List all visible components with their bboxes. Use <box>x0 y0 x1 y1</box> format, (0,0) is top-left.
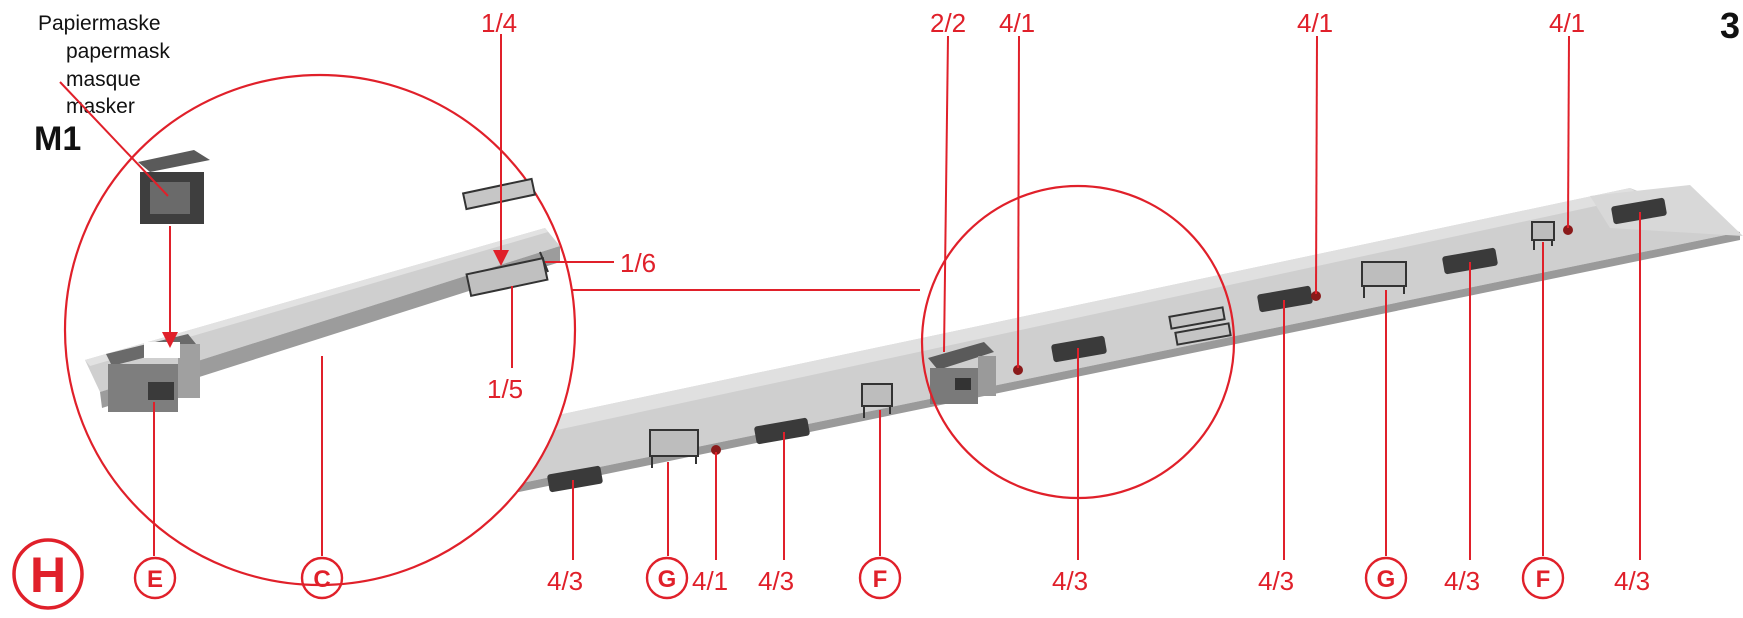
bench-1 <box>547 465 603 493</box>
step-badge-H: H <box>12 538 84 610</box>
bottom-label-4-3-b: 4/3 <box>758 566 794 596</box>
sign-g-1 <box>649 429 699 468</box>
post-1 <box>711 445 721 455</box>
mask-label-de: Papiermaske <box>38 12 161 35</box>
mask-label-nl: masker <box>66 95 135 118</box>
post-3 <box>1311 291 1321 301</box>
step-letter: H <box>30 547 66 603</box>
callout-F-1: F <box>858 556 902 600</box>
post-2 <box>1013 365 1023 375</box>
detail-kiosk <box>106 334 200 412</box>
kiosk-main <box>928 342 996 404</box>
callout-F-1-text: F <box>873 566 888 593</box>
callout-G-2: G <box>1364 556 1408 600</box>
mask-label-fr: masque <box>66 68 141 91</box>
bottom-label-4-3-f: 4/3 <box>1614 566 1650 596</box>
bench-6 <box>1611 197 1667 225</box>
bench-2 <box>754 417 810 445</box>
bench-parts <box>547 197 1667 493</box>
top-label-4-1-a: 4/1 <box>999 8 1035 38</box>
bottom-leaders <box>572 212 1641 560</box>
railing-main <box>1168 306 1232 346</box>
callout-F-2-text: F <box>1536 566 1551 593</box>
bottom-label-4-3-e: 4/3 <box>1444 566 1480 596</box>
detail-railing <box>465 251 549 298</box>
label-1-6: 1/6 <box>620 248 656 278</box>
label-1-4: 1/4 <box>481 8 517 38</box>
bottom-label-4-3-d: 4/3 <box>1258 566 1294 596</box>
callout-E: E <box>133 556 177 600</box>
mask-part <box>138 150 210 224</box>
mask-code: M1 <box>34 120 81 158</box>
bottom-label-4-3-a: 4/3 <box>547 566 583 596</box>
callout-C-text: C <box>313 566 330 593</box>
detail-leaders <box>153 261 614 556</box>
label-1-5: 1/5 <box>487 374 523 404</box>
post-parts <box>711 225 1573 455</box>
top-label-2-2: 2/2 <box>930 8 966 38</box>
callout-G-1: G <box>645 556 689 600</box>
callout-E-text: E <box>147 566 163 593</box>
bottom-label-4-1: 4/1 <box>692 566 728 596</box>
bottom-label-4-3-c: 4/3 <box>1052 566 1088 596</box>
top-label-4-1-b: 4/1 <box>1297 8 1333 38</box>
callout-G-2-text: G <box>1377 566 1396 593</box>
top-leaders <box>943 35 1570 369</box>
sign-f-2 <box>1531 221 1555 250</box>
page-number: 3 <box>1720 5 1740 46</box>
post-4 <box>1563 225 1573 235</box>
bench-4 <box>1257 285 1313 313</box>
mask-label-en: papermask <box>66 40 170 63</box>
callout-G-1-text: G <box>658 566 677 593</box>
assembly-arrows <box>59 34 509 348</box>
callout-C: C <box>300 556 344 600</box>
detail-view <box>59 34 614 587</box>
bench-5 <box>1442 247 1498 275</box>
top-label-4-1-c: 4/1 <box>1549 8 1585 38</box>
callout-F-2: F <box>1521 556 1565 600</box>
sign-g-2 <box>1361 261 1407 298</box>
sign-f-1 <box>861 383 893 418</box>
